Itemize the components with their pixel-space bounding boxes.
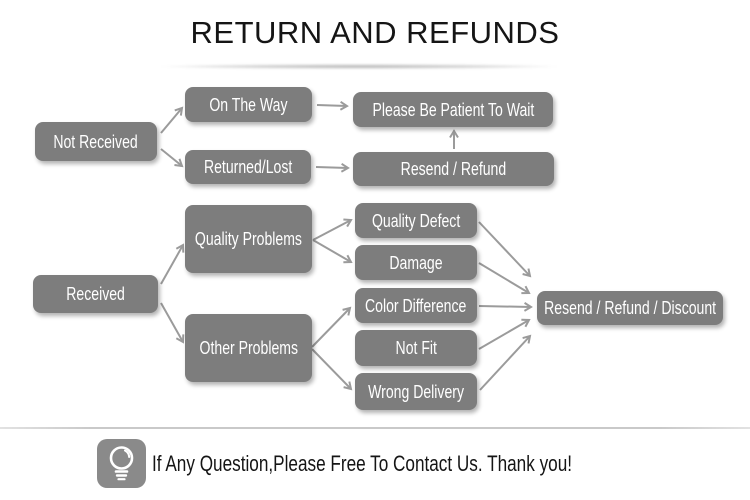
arrow-not-received-to-returned-lost [160, 148, 184, 168]
flow-node-not-received: Not Received [35, 122, 157, 161]
arrow-not-fit-to-resend-refund-discount [478, 318, 531, 350]
flow-node-label: Damage [389, 251, 443, 273]
flow-node-label: Color Difference [365, 294, 467, 316]
flow-node-label: Please Be Patient To Wait [372, 98, 534, 120]
flow-node-color-difference: Color Difference [355, 288, 477, 323]
flow-node-label: Not Fit [395, 337, 437, 358]
arrow-other-problems-to-color-difference [311, 306, 352, 348]
flow-node-label: Received [66, 283, 125, 304]
arrow-color-difference-to-resend-refund-discount [478, 302, 533, 312]
arrow-returned-lost-to-resend-refund [315, 162, 350, 173]
arrow-quality-defect-to-resend-refund-discount [478, 221, 532, 278]
flow-node-label: Quality Problems [194, 228, 303, 249]
flow-node-resend-refund: Resend / Refund [353, 152, 554, 186]
flow-node-please-be-patient: Please Be Patient To Wait [353, 92, 553, 127]
footer-message: If Any Question,Please Free To Contact U… [152, 451, 573, 476]
flow-node-resend-refund-discount: Resend / Refund / Discount [537, 291, 723, 325]
flow-node-label: On The Way [209, 93, 288, 115]
flow-node-label: Quality Defect [371, 209, 461, 231]
flow-node-damage: Damage [355, 245, 477, 280]
flow-node-returned-lost: Returned/Lost [185, 150, 311, 184]
arrow-received-to-quality-problems [160, 243, 185, 285]
arrow-quality-problems-to-quality-defect [312, 218, 353, 241]
title-underline [157, 64, 561, 69]
flow-node-wrong-delivery: Wrong Delivery [355, 373, 477, 410]
arrow-damage-to-resend-refund-discount [478, 262, 531, 295]
flow-node-on-the-way: On The Way [185, 87, 312, 122]
arrow-not-received-to-on-the-way [160, 106, 184, 134]
page-title: RETURN AND REFUNDS [190, 15, 560, 50]
flow-node-label: Resend / Refund / Discount [544, 297, 716, 318]
arrow-other-problems-to-wrong-delivery [311, 348, 353, 391]
flow-node-not-fit: Not Fit [355, 330, 477, 366]
arrow-received-to-other-problems [160, 302, 185, 344]
flow-node-quality-defect: Quality Defect [355, 203, 477, 238]
flow-node-label: Other Problems [199, 337, 298, 358]
arrow-on-the-way-to-please-be-patient [316, 100, 349, 111]
footer-divider [0, 427, 750, 429]
lightbulb-icon [97, 439, 146, 488]
arrow-quality-problems-to-damage [312, 239, 353, 264]
flow-node-other-problems: Other Problems [185, 314, 312, 382]
flow-node-quality-problems: Quality Problems [185, 205, 312, 273]
flow-node-label: Returned/Lost [203, 156, 293, 177]
flow-node-received: Received [33, 275, 158, 313]
flow-node-label: Resend / Refund [400, 158, 507, 179]
flow-node-label: Not Received [53, 130, 139, 152]
flow-node-label: Wrong Delivery [368, 380, 464, 402]
arrow-wrong-delivery-to-resend-refund-discount [479, 334, 532, 391]
